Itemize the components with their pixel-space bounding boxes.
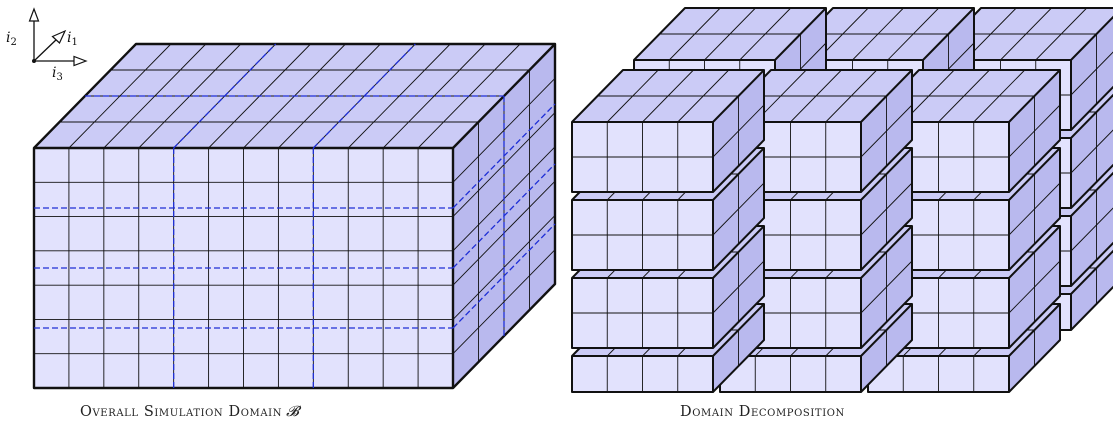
axis-label-i1: i1 [67, 30, 78, 48]
axis-i3-arrowhead [73, 55, 88, 67]
box-edge [860, 225, 913, 279]
box-edge [1070, 93, 1113, 139]
caption-domain-decomposition: Domain Decomposition [680, 404, 845, 420]
axis-i1-arrow [33, 37, 59, 62]
box-edge [860, 303, 913, 357]
box-edge [1008, 147, 1061, 201]
box-edge [1070, 171, 1113, 217]
box-edge [712, 225, 765, 279]
caption-overall-text: Overall Simulation Domain [80, 404, 283, 420]
domain-symbol: 𝓑 [286, 404, 300, 420]
axis-origin [32, 59, 36, 63]
box-edge [1070, 249, 1113, 295]
axis-i1-arrowhead [51, 29, 67, 45]
box-edge [1008, 303, 1061, 357]
box-edge [1070, 15, 1113, 61]
box-edge [1008, 225, 1061, 279]
overall-domain-box [32, 42, 557, 390]
decomposition-blocks [571, 7, 1113, 393]
axis-label-i3: i3 [52, 65, 63, 83]
box-edge [922, 7, 975, 61]
box-edge [712, 147, 765, 201]
axis-label-i2: i2 [6, 30, 17, 48]
box-edge [774, 7, 827, 61]
axis-i2-arrowhead [28, 7, 40, 22]
box-edge [712, 303, 765, 357]
coordinate-axes: i2 i1 i3 [6, 7, 88, 83]
box-edge [860, 147, 913, 201]
box-edge [860, 69, 913, 123]
box-edge [1008, 69, 1061, 123]
side-face [1071, 251, 1113, 330]
box-edge [712, 69, 765, 123]
